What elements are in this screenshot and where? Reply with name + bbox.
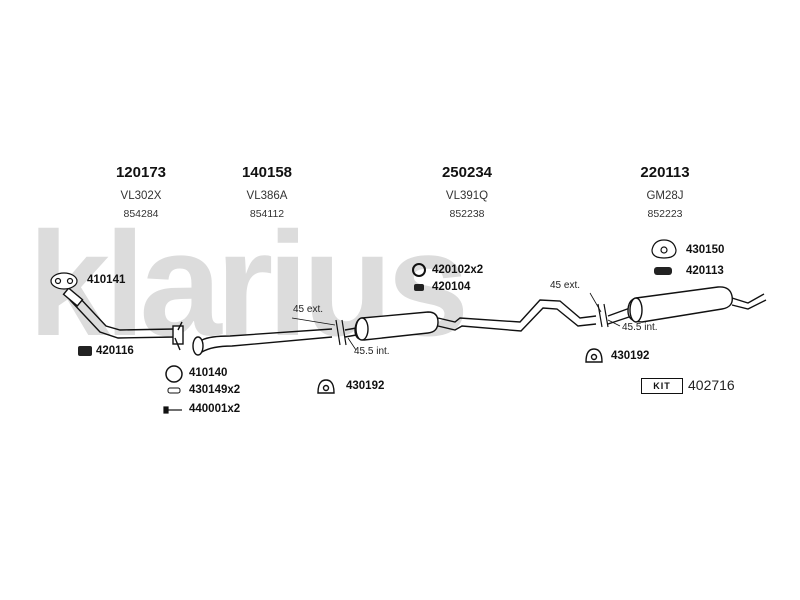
part-label-420104: 420104 bbox=[432, 281, 471, 293]
assembly-sub-1: 854284 bbox=[123, 208, 159, 220]
gasket-430150-icon bbox=[651, 239, 677, 259]
assembly-sub-3: 852238 bbox=[449, 208, 485, 220]
clamp-1 bbox=[291, 317, 357, 351]
part-label-410140: 410140 bbox=[189, 367, 228, 379]
part-label-440001: 440001x2 bbox=[189, 403, 241, 415]
assembly-number-1: 120173 bbox=[115, 164, 167, 181]
bolt-440001-icon bbox=[163, 406, 182, 414]
dim-2-ext: 45 ext. bbox=[550, 280, 581, 291]
watermark-logo: klarius bbox=[28, 202, 464, 367]
mount-420104-icon bbox=[414, 284, 424, 291]
assembly-sub-4: 852223 bbox=[647, 208, 683, 220]
part-label-420102: 420102x2 bbox=[432, 264, 484, 276]
hanger-430192-right-icon bbox=[585, 348, 603, 363]
part-label-430192-left: 430192 bbox=[346, 380, 385, 392]
ring-410140-icon bbox=[165, 365, 183, 383]
mount-420116-icon bbox=[78, 346, 92, 356]
assembly-code-4: GM28J bbox=[646, 190, 684, 202]
assembly-sub-2: 854112 bbox=[249, 208, 285, 220]
assembly-code-1: VL302X bbox=[120, 190, 162, 202]
part-label-410141: 410141 bbox=[87, 274, 126, 286]
assembly-number-4: 220113 bbox=[640, 164, 690, 181]
part-label-420116: 420116 bbox=[96, 345, 134, 357]
intermediate-pipe bbox=[192, 328, 333, 356]
ring-420102-icon bbox=[412, 263, 426, 277]
part-label-430149: 430149x2 bbox=[189, 384, 241, 396]
dim-2-int: 45.5 int. bbox=[622, 322, 658, 333]
assembly-code-3: VL391Q bbox=[445, 190, 489, 202]
gasket-410141-icon bbox=[50, 272, 78, 290]
dim-1-int: 45.5 int. bbox=[354, 346, 390, 357]
part-label-430150: 430150 bbox=[686, 244, 725, 256]
clamp-430149-icon bbox=[167, 387, 181, 394]
dim-1-ext: 45 ext. bbox=[293, 304, 324, 315]
assembly-code-2: VL386A bbox=[246, 190, 288, 202]
centre-silencer bbox=[344, 299, 597, 341]
part-label-420113: 420113 bbox=[686, 265, 724, 277]
part-label-430192-right: 430192 bbox=[611, 350, 650, 362]
kit-number: 402716 bbox=[688, 377, 735, 393]
clamp-2 bbox=[589, 292, 621, 328]
rear-silencer bbox=[607, 286, 767, 325]
front-pipe bbox=[62, 287, 184, 351]
hanger-430192-left-icon bbox=[317, 379, 335, 394]
kit-badge: KIT bbox=[641, 378, 683, 394]
mount-420113-icon bbox=[654, 267, 672, 275]
assembly-number-3: 250234 bbox=[441, 164, 493, 181]
assembly-number-2: 140158 bbox=[241, 164, 293, 181]
